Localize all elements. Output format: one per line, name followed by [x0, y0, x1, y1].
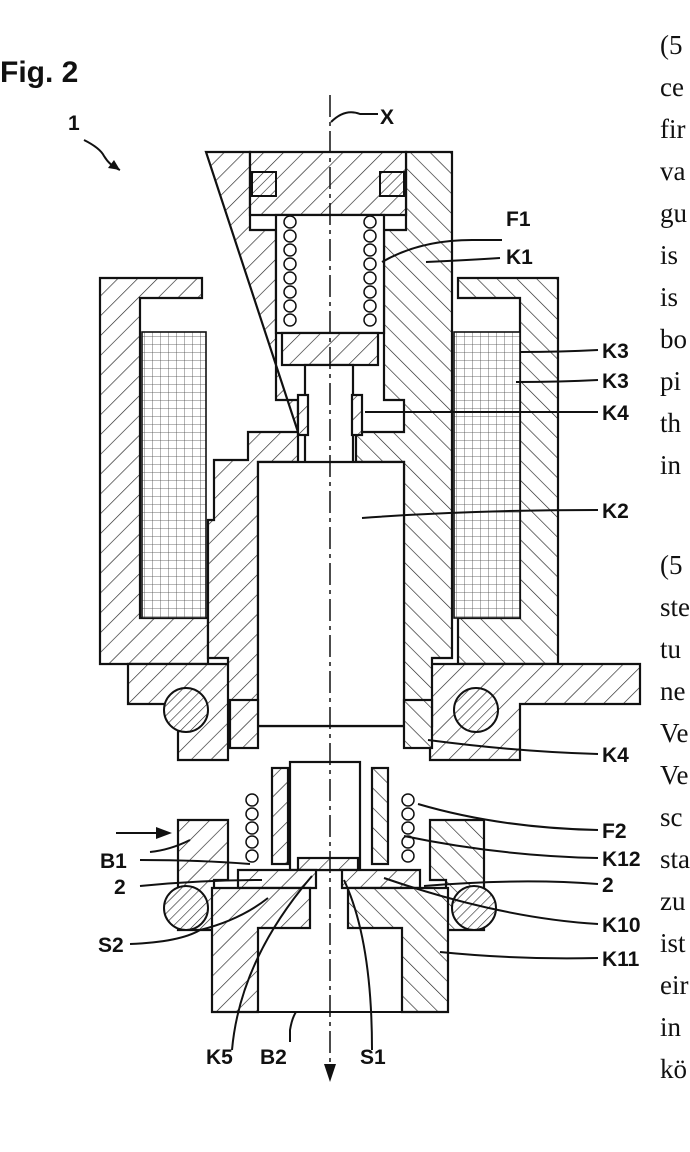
svg-text:pi: pi [660, 366, 681, 396]
tappet [290, 762, 360, 870]
seat-plate-K10 [238, 870, 420, 888]
guide-ring-left [230, 700, 258, 748]
label-S1: S1 [360, 1046, 386, 1069]
guide-bush-left [298, 395, 308, 435]
label-F2: F2 [602, 820, 627, 843]
svg-text:Ve: Ve [660, 760, 689, 790]
guide-ring-right [404, 700, 432, 748]
push-rod [305, 365, 353, 465]
label-K10: K10 [602, 914, 641, 937]
axis-label: X [380, 106, 394, 129]
svg-text:ste: ste [660, 592, 690, 622]
sleeve-right [372, 768, 388, 864]
figure-title: Fig. 2 [0, 56, 78, 89]
label-S2: S2 [98, 934, 124, 957]
svg-text:is: is [660, 282, 678, 312]
svg-text:gu: gu [660, 198, 688, 228]
label-K5: K5 [206, 1046, 233, 1069]
label-K4-upper: K4 [602, 402, 629, 425]
coil-right [454, 332, 520, 618]
label-K1: K1 [506, 246, 533, 269]
side-text-block-1: (5 ce fir va gu is is bo pi th in [660, 30, 688, 480]
seal-ring-right [380, 172, 404, 196]
svg-text:in: in [660, 450, 682, 480]
o-ring-upper-right [454, 688, 498, 732]
armature-K2 [258, 462, 404, 726]
inflow-arrowhead [156, 827, 172, 839]
svg-text:th: th [660, 408, 682, 438]
label-K3-outer: K3 [602, 340, 629, 363]
valve-plate [298, 858, 358, 870]
guide-bush-right [352, 395, 362, 435]
label-B1: B1 [100, 850, 127, 873]
svg-text:sc: sc [660, 802, 683, 832]
o-ring-lower-left [164, 886, 208, 930]
svg-text:ne: ne [660, 676, 686, 706]
seal-ring-left [252, 172, 276, 196]
svg-text:(5: (5 [660, 550, 683, 580]
side-text-block-2: (5 ste tu ne Ve Ve sc sta zu ist eir in … [660, 550, 690, 1084]
label-K3-coil: K3 [602, 370, 629, 393]
svg-text:is: is [660, 240, 678, 270]
svg-text:tu: tu [660, 634, 682, 664]
svg-text:Ve: Ve [660, 718, 689, 748]
coil-left [142, 332, 206, 618]
label-B2: B2 [260, 1046, 287, 1069]
label-2-right: 2 [602, 874, 614, 897]
o-ring-upper-left [164, 688, 208, 732]
label-K11: K11 [602, 948, 640, 971]
svg-text:(5: (5 [660, 30, 683, 60]
svg-text:zu: zu [660, 886, 686, 916]
svg-text:ce: ce [660, 72, 684, 102]
axis-leader [331, 112, 378, 122]
label-F1: F1 [506, 208, 531, 231]
svg-text:ist: ist [660, 928, 686, 958]
label-2-left: 2 [114, 876, 126, 899]
outflow-arrowhead [324, 1064, 336, 1082]
svg-text:eir: eir [660, 970, 688, 1000]
label-K12: K12 [602, 848, 641, 871]
label-K4-lower: K4 [602, 744, 629, 767]
svg-text:in: in [660, 1012, 682, 1042]
ref-main-arrowhead [108, 160, 120, 170]
outlet-body-right [348, 888, 448, 1012]
svg-text:sta: sta [660, 844, 690, 874]
svg-text:va: va [660, 156, 686, 186]
label-K2: K2 [602, 500, 629, 523]
svg-text:fir: fir [660, 114, 685, 144]
svg-text:bo: bo [660, 324, 687, 354]
sleeve-left [272, 768, 288, 864]
ref-main-label: 1 [68, 112, 80, 135]
svg-text:kö: kö [660, 1054, 687, 1084]
